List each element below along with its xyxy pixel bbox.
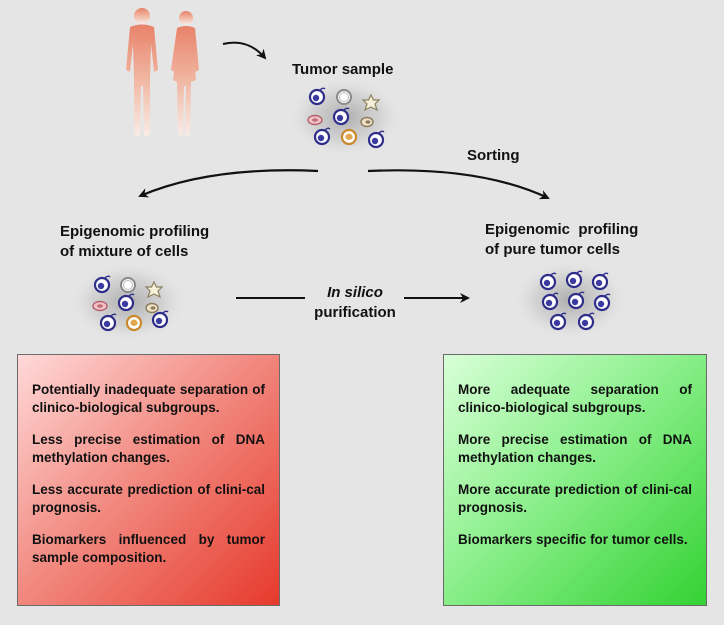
right-point-1: More adequate separation of clinico-biol… xyxy=(458,382,692,415)
right-heading-line-2: of pure tumor cells xyxy=(485,241,621,258)
right-point-2: More precise estimation of DNA methylati… xyxy=(458,432,692,465)
right-heading-line-1: Epigenomic profiling xyxy=(485,221,639,238)
right-heading: Epigenomic profiling of pure tumor cells xyxy=(485,220,638,260)
left-point-3: Less accurate prediction of clini-cal pr… xyxy=(32,482,265,515)
arrow-humans-to-sample xyxy=(222,41,267,60)
left-point-4: Biomarkers influenced by tumor sample co… xyxy=(32,532,265,565)
in-silico-purification-label: In silico purification xyxy=(300,283,410,323)
tumor-sample-label: Tumor sample xyxy=(292,61,394,78)
left-point-1: Potentially inadequate separation of cli… xyxy=(32,382,265,415)
arrow-to-pure xyxy=(367,169,550,200)
left-heading-line-2: of mixture of cells xyxy=(60,243,189,260)
arrow-to-mixture xyxy=(138,169,319,198)
right-point-3: More accurate prediction of clini-cal pr… xyxy=(458,482,692,515)
mixed-cell-cluster-icon xyxy=(287,77,403,157)
left-heading-line-1: Epigenomic profiling xyxy=(60,223,210,240)
left-point-2: Less precise estimation of DNA methylati… xyxy=(32,432,265,465)
purification-label: purification xyxy=(314,304,396,321)
human-silhouettes-icon xyxy=(126,8,199,136)
right-point-4: Biomarkers specific for tumor cells. xyxy=(458,532,688,547)
mixture-outcomes-box: Potentially inadequate separation of cli… xyxy=(17,354,280,606)
in-silico-label: In silico xyxy=(327,284,383,301)
left-heading: Epigenomic profiling of mixture of cells xyxy=(60,222,209,262)
pure-tumor-cells-cluster-icon xyxy=(512,260,628,340)
sorting-label: Sorting xyxy=(467,147,520,164)
mixture-cells-cluster-icon xyxy=(68,262,188,342)
pure-outcomes-box: More adequate separation of clinico-biol… xyxy=(443,354,707,606)
